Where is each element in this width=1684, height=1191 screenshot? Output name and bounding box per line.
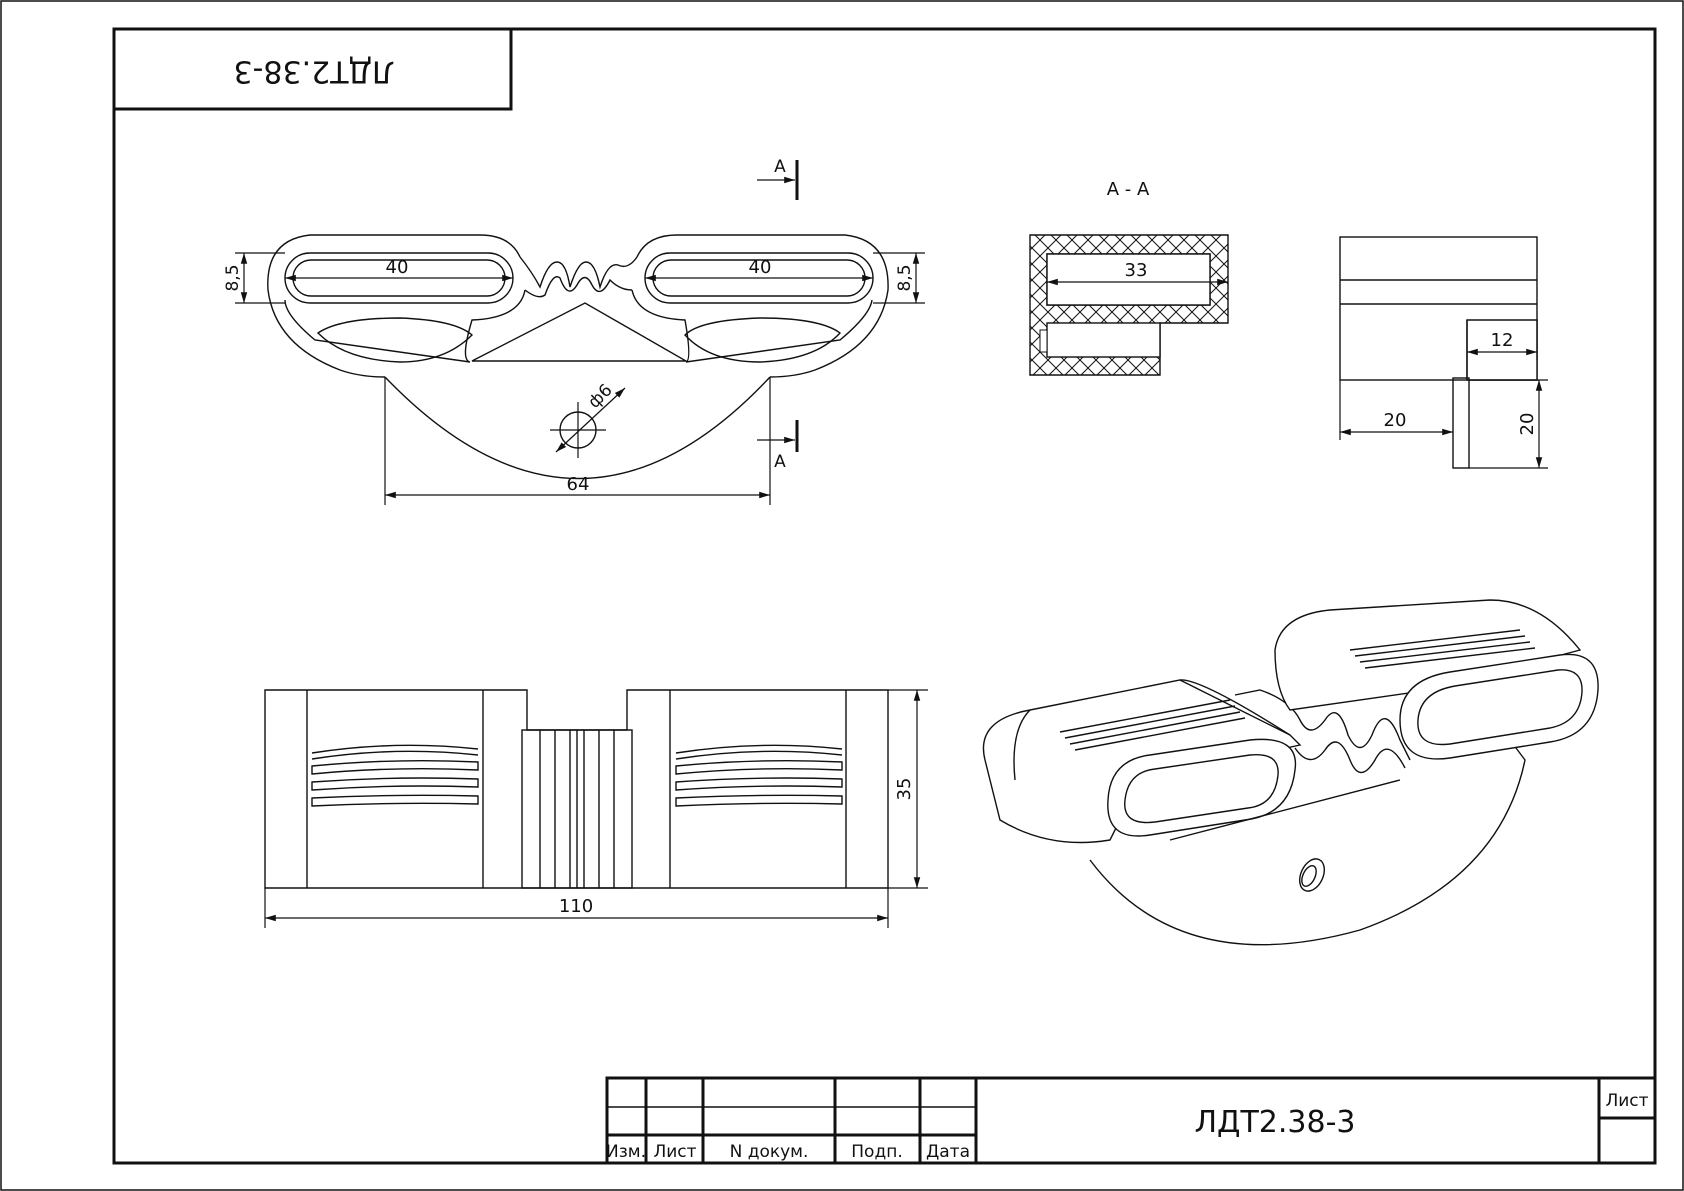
dim-front-width: 110 bbox=[559, 896, 593, 917]
front-left-grooves bbox=[311, 744, 479, 807]
top-view: ф6 40 40 8,5 8,5 64 А А bbox=[223, 157, 925, 505]
dim-side-20-h: 20 bbox=[1384, 410, 1407, 431]
drawing-frame bbox=[112, 27, 1657, 1165]
top-view-wave-inner bbox=[524, 276, 633, 298]
top-view-right-cam bbox=[684, 317, 842, 363]
isometric-view bbox=[982, 599, 1599, 946]
top-view-disc bbox=[384, 376, 771, 480]
top-view-left-cam bbox=[316, 317, 474, 363]
front-right-grooves bbox=[675, 744, 843, 807]
tb-col-list: Лист bbox=[653, 1142, 696, 1162]
top-view-left-lobe bbox=[267, 234, 521, 378]
dim-height-left: 8,5 bbox=[223, 264, 243, 291]
tb-sheet-label: Лист bbox=[1605, 1091, 1648, 1111]
dim-base-width: 64 bbox=[567, 474, 590, 495]
rotated-designation-text: ЛДТ2.38-3 bbox=[233, 54, 394, 89]
rotated-designation-box: ЛДТ2.38-3 bbox=[112, 27, 513, 111]
section-a-a: А - А 33 bbox=[1029, 179, 1229, 376]
top-view-triangle bbox=[471, 302, 689, 362]
tb-col-ndoc: N докум. bbox=[730, 1142, 809, 1162]
iso-hole bbox=[1299, 858, 1325, 892]
tb-col-izm: Изм. bbox=[606, 1142, 646, 1162]
dim-front-height: 35 bbox=[894, 778, 915, 801]
dim-side-20-v: 20 bbox=[1517, 413, 1538, 436]
dim-slot-right: 40 bbox=[749, 257, 772, 278]
dim-height-right: 8,5 bbox=[895, 264, 915, 291]
tb-col-podp: Подп. bbox=[851, 1142, 902, 1162]
tb-col-data: Дата bbox=[926, 1142, 970, 1162]
dim-side-12: 12 bbox=[1491, 330, 1514, 351]
title-block: Изм. Лист N докум. Подп. Дата ЛДТ2.38-3 … bbox=[605, 1076, 1657, 1165]
dim-slot-left: 40 bbox=[386, 257, 409, 278]
front-view: 35 110 bbox=[264, 689, 928, 928]
top-view-left-inner bbox=[284, 289, 526, 363]
section-mark-top: А bbox=[774, 157, 786, 177]
side-view: 12 20 20 bbox=[1339, 236, 1548, 469]
iso-right-block bbox=[1274, 599, 1582, 711]
dim-hole-dia: ф6 bbox=[584, 380, 616, 412]
top-view-wave bbox=[519, 256, 638, 290]
section-title: А - А bbox=[1107, 179, 1150, 200]
tb-code: ЛДТ2.38-3 bbox=[1194, 1105, 1355, 1140]
section-mark-bottom: А bbox=[774, 452, 786, 472]
top-view-right-lobe bbox=[636, 234, 889, 378]
dim-section-inner: 33 bbox=[1125, 260, 1148, 281]
top-view-right-inner bbox=[631, 289, 873, 363]
